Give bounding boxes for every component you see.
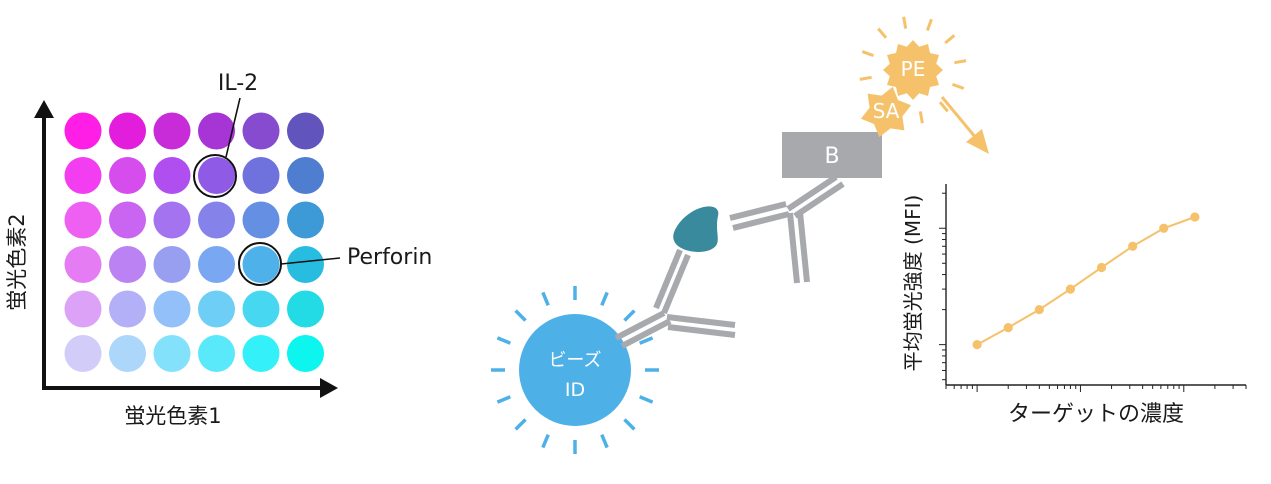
bead-dot-r6-c2 xyxy=(109,335,146,372)
signal-arrow-shaft xyxy=(940,96,978,139)
bead-dot-r1-c1 xyxy=(64,112,102,150)
bead-ray-3 xyxy=(623,418,636,431)
curve-point-8 xyxy=(1190,212,1200,222)
bead-dot-r6-c6 xyxy=(287,335,324,372)
bead-dot-r6-c1 xyxy=(64,335,102,372)
chart-ticks xyxy=(939,192,1247,392)
bead-dot-r2-c3 xyxy=(153,157,191,194)
pe-ray-9 xyxy=(877,27,888,39)
bead-dot-r4-c6 xyxy=(287,246,324,283)
pe-ray-3 xyxy=(938,101,949,113)
bead-grid xyxy=(64,112,324,372)
bead-dot-r5-c3 xyxy=(153,290,191,328)
bead-dot-r2-c5 xyxy=(242,157,280,194)
pe-ray-12 xyxy=(944,34,956,45)
pe-ray-10 xyxy=(902,16,908,29)
chart-x-label: ターゲットの濃度 xyxy=(1008,402,1184,427)
bead-ray-6 xyxy=(541,434,550,449)
x-axis-arrowhead xyxy=(320,378,338,398)
il2-highlight-ring xyxy=(193,154,237,198)
bead-dot-r3-c4 xyxy=(198,201,235,239)
bead-ray-14 xyxy=(600,291,609,306)
bead-ray-2 xyxy=(639,395,654,404)
bead-dot-r5-c5 xyxy=(242,290,280,328)
curve-point-1 xyxy=(972,340,982,350)
pe-label: PE xyxy=(901,57,926,81)
il2-label: IL-2 xyxy=(218,71,258,96)
bead-dot-r6-c3 xyxy=(153,335,191,372)
bead-dot-r3-c6 xyxy=(287,201,324,239)
y-axis-arrowhead xyxy=(34,100,54,118)
perforin-label: Perforin xyxy=(347,245,432,270)
bead-dot-r3-c5 xyxy=(242,201,280,239)
signal-arrow-head xyxy=(966,129,989,154)
bead-array-panel: 蛍光色素1 蛍光色素2 IL-2 Perforin xyxy=(5,71,432,428)
curve-point-3 xyxy=(1034,305,1044,315)
capture-antibody xyxy=(614,248,736,349)
bead-glow-rays xyxy=(491,286,659,454)
standard-curve-chart: ターゲットの濃度 平均蛍光強度 (MFI) xyxy=(901,184,1247,427)
bead-dot-r3-c1 xyxy=(64,201,102,239)
bead-dot-r4-c3 xyxy=(153,246,191,283)
curve-point-5 xyxy=(1096,262,1107,273)
x-axis-label: 蛍光色素1 xyxy=(124,404,221,428)
curve-point-7 xyxy=(1159,223,1169,233)
bead-dot-r1-c5 xyxy=(242,112,280,150)
perforin-callout-line xyxy=(280,257,341,265)
bead-dot-r3-c2 xyxy=(109,201,146,239)
bead-dot-r1-c4 xyxy=(198,112,235,150)
bead-dot-r2-c4 xyxy=(198,157,235,194)
curve-point-4 xyxy=(1065,284,1076,294)
bead-dot-r5-c6 xyxy=(287,290,324,328)
pe-ray-1 xyxy=(954,59,967,65)
bead-dot-r1-c2 xyxy=(109,112,146,150)
pe-ray-4 xyxy=(918,111,924,124)
phycoerythrin-shape xyxy=(883,40,943,100)
bead-ray-10 xyxy=(496,336,511,345)
bead-ray-8 xyxy=(496,395,511,404)
bead-dot-r5-c1 xyxy=(64,290,102,328)
curve-point-6 xyxy=(1128,241,1138,251)
bead-ray-11 xyxy=(514,309,527,322)
bead-dot-r1-c3 xyxy=(153,112,191,150)
il2-callout-line xyxy=(225,97,241,158)
bead-dot-r2-c1 xyxy=(64,157,102,194)
standard-curve-points xyxy=(972,212,1200,350)
target-analyte xyxy=(673,206,719,252)
bead-dot-r5-c4 xyxy=(198,290,235,328)
bead-dot-r4-c5 xyxy=(242,246,280,283)
bead-circle xyxy=(519,314,631,426)
bead-label-line2: ID xyxy=(565,379,585,401)
assay-schematic: ビーズ ID B SA P xyxy=(491,16,989,454)
bead-dot-r6-c5 xyxy=(242,335,280,372)
curve-point-2 xyxy=(1003,323,1013,333)
bead-dot-r3-c3 xyxy=(153,201,191,239)
bead-label-line1: ビーズ xyxy=(548,350,601,371)
y-axis-label: 蛍光色素2 xyxy=(5,213,29,310)
bead-dot-r2-c2 xyxy=(109,157,146,194)
bead-dot-r4-c1 xyxy=(64,246,102,283)
pe-ray-7 xyxy=(859,75,872,81)
bead-ray-4 xyxy=(600,434,609,449)
pe-ray-2 xyxy=(951,82,965,90)
biotin-box xyxy=(782,132,882,178)
bead-ray-12 xyxy=(541,291,550,306)
bead-dot-r5-c2 xyxy=(109,290,146,328)
biotin-label: B xyxy=(824,144,839,169)
chart-y-label: 平均蛍光強度 (MFI) xyxy=(901,195,925,372)
bead-dot-r1-c6 xyxy=(287,112,324,150)
bead-ray-7 xyxy=(514,418,527,431)
bead-ray-16 xyxy=(639,336,654,345)
standard-curve-line xyxy=(976,216,1196,346)
bead-dot-r6-c4 xyxy=(198,335,235,372)
bead-dot-r4-c4 xyxy=(198,246,235,283)
pe-ray-11 xyxy=(925,18,933,32)
pe-ray-8 xyxy=(861,50,875,58)
streptavidin-shape xyxy=(860,86,912,138)
detection-antibody xyxy=(729,174,845,284)
bead-dot-r4-c2 xyxy=(109,246,146,283)
bead-ray-15 xyxy=(623,309,636,322)
bead-dot-r2-c6 xyxy=(287,157,324,194)
streptavidin-label: SA xyxy=(873,99,900,123)
